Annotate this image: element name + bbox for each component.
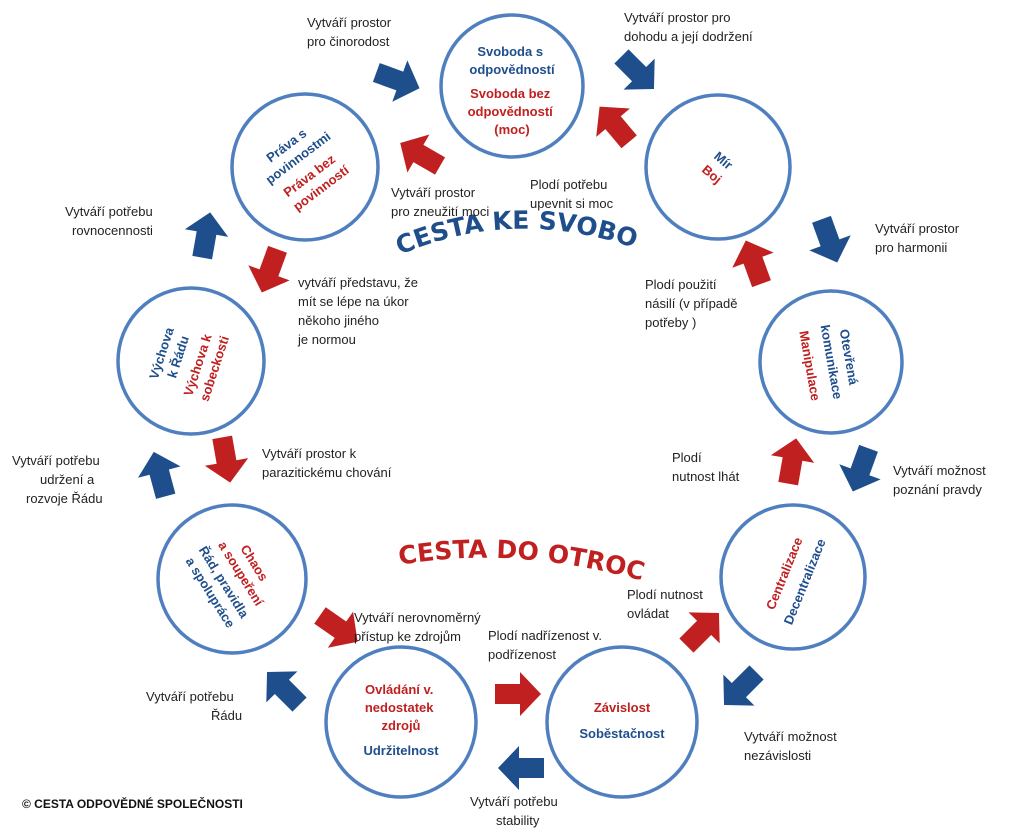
circle-svoboda: Svoboda s odpovědností Svoboda bez odpov… (439, 13, 585, 159)
svoboda-blue-text: Svoboda s odpovědností (469, 44, 555, 77)
circle-prava: Práva s povinnostmi Práva bez povinností (230, 92, 380, 242)
label-prostor-pro-dohodu: Vytváří prostor pro dohodu a její dodrže… (624, 10, 753, 44)
red-arrow-icon (725, 232, 783, 292)
label-plodi-nutnost-ovladat: Plodí nutnost ovládat (627, 587, 707, 621)
copyright-notice: © CESTA ODPOVĚDNÉ SPOLEČNOSTI (22, 796, 243, 811)
red-arrow-icon (670, 597, 735, 662)
red-arrow-icon (200, 433, 252, 487)
label-moznost-poznani-pravdy: Vytváří možnost poznání pravdy (893, 463, 989, 497)
circle-mir: Mír Boj (644, 93, 792, 241)
ovladani-red-text: Ovládání v. nedostatek zdrojů (365, 682, 437, 733)
label-predstava-na-ukor-jineho: vytváří představu, že mít se lépe na úko… (297, 275, 422, 347)
label-plodi-potrebu-upevnit-moc: Plodí potřebu upevnit si moc (530, 177, 614, 211)
blue-arrow-icon (132, 446, 187, 502)
red-arrow-icon (495, 672, 541, 716)
blue-arrow-icon (832, 440, 890, 500)
label-vytvari-prostor-pro-cinorodost: Vytváří prostor pro činorodost (307, 15, 395, 49)
label-potrebu-stability: Vytváří potřebu stability (470, 794, 561, 828)
label-prostor-pro-harmonii: Vytváří prostor pro harmonii (875, 221, 963, 255)
label-nerovnomerny-pristup: Vytváří nerovnoměrný přístup ke zdrojům (354, 610, 484, 644)
svoboda-red-text: Svoboda bez odpovědností (moc) (468, 86, 557, 137)
label-nadrizenost-podrizenost: Plodí nadřízenost v. podřízenost (488, 628, 606, 662)
red-arrow-icon (766, 434, 818, 488)
blue-arrow-icon (708, 656, 773, 721)
label-potrebu-rovnocennosti: Vytváří potřebu rovnocennosti (65, 204, 156, 238)
label-plodi-pouziti-nasili: Plodí použití násilí (v případě potřeby … (645, 277, 741, 330)
label-potrebu-udrzeni-radu: Vytváří potřebu udržení a rozvoje Řádu (12, 453, 103, 506)
circle-komunikace: Otevřená komunikace Manipulace (758, 289, 904, 435)
circle-chaos: Chaos a soupeření Řád, pravidla a spolup… (156, 503, 308, 655)
circle-zavislost: Závislost Soběstačnost (545, 645, 699, 799)
blue-arrow-icon (251, 656, 316, 721)
label-potrebu-radu: Vytváří potřebu Řádu (146, 689, 242, 723)
red-arrow-icon (389, 123, 452, 186)
label-moznost-nezavislosti: Vytváří možnost nezávislosti (744, 729, 840, 763)
blue-arrow-icon (498, 746, 544, 790)
ovladani-blue-text: Udržitelnost (363, 743, 439, 758)
blue-arrow-icon (368, 51, 428, 109)
blue-arrow-icon (605, 40, 670, 105)
zavislost-red-text: Závislost (594, 700, 651, 715)
red-arrow-icon (582, 92, 646, 156)
circle-ovladani: Ovládání v. nedostatek zdrojů Udržitelno… (324, 645, 478, 799)
label-prostor-k-parazitickemu-chovani: Vytváří prostor k parazitickému chování (262, 446, 392, 480)
label-plodi-nutnost-lhat: Plodí nutnost lhát (672, 450, 740, 484)
zavislost-blue-text: Soběstačnost (579, 726, 665, 741)
label-prostor-pro-zneuziti-moci: Vytváří prostor pro zneužití moci (391, 185, 489, 219)
circle-centralizace: Centralizace Decentralizace (719, 503, 867, 651)
red-arrow-icon (241, 241, 299, 301)
blue-arrow-icon (180, 208, 232, 262)
blue-arrow-icon (800, 211, 858, 271)
circle-vychova: Výchova k Řádu Výchova k sobeckosti (116, 286, 266, 436)
